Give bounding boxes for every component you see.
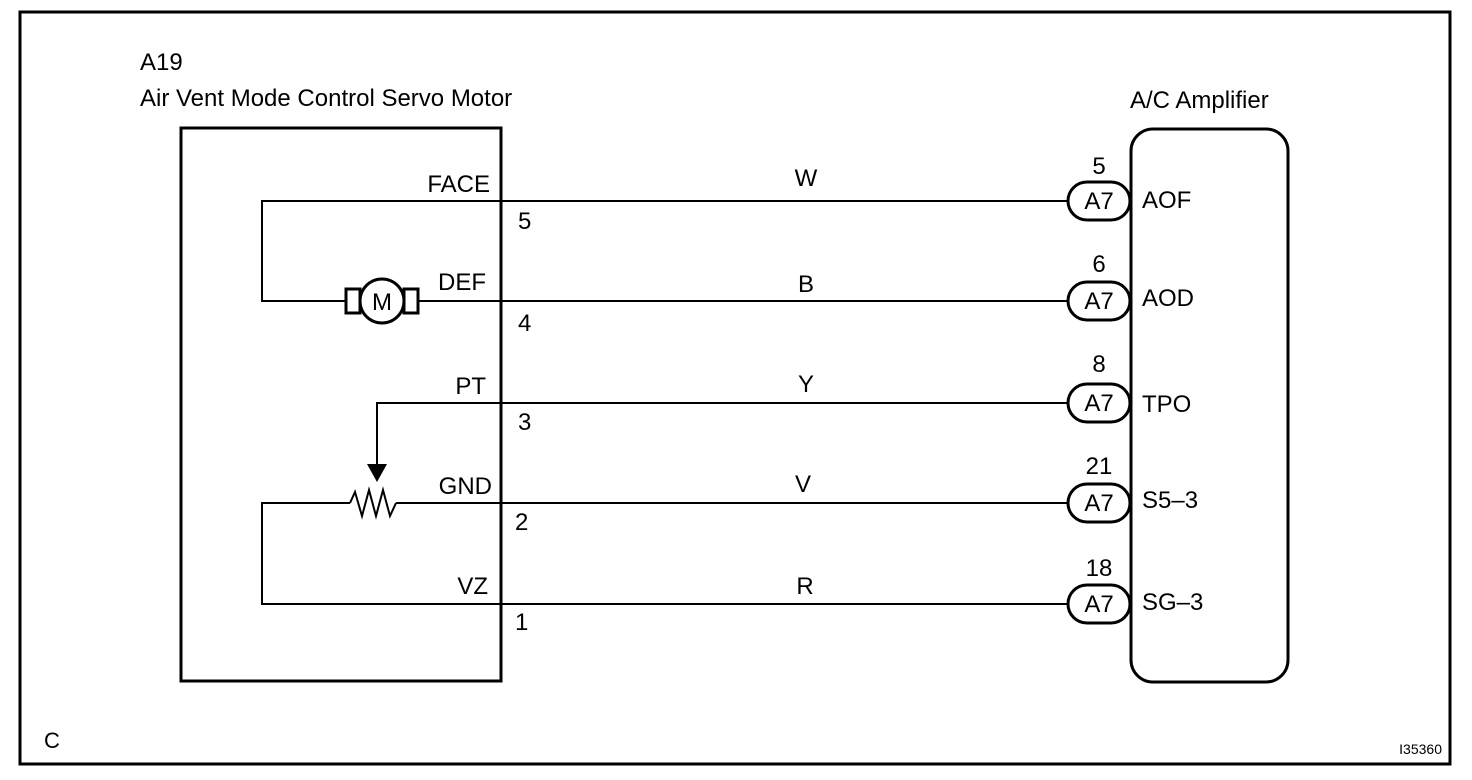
connector-label: A7 (1084, 188, 1113, 215)
wire-color-label: Y (798, 371, 814, 398)
resistor-icon (349, 486, 397, 520)
connector-a7-icon (1066, 583, 1132, 625)
connector-label: A7 (1084, 288, 1113, 315)
wiper-wire (376, 402, 501, 466)
amp-pin-number: 21 (1086, 453, 1113, 480)
amp-pin-number: 18 (1086, 555, 1113, 582)
figure-id: I35360 (1399, 741, 1442, 757)
amp-terminal-label: SG–3 (1142, 589, 1203, 616)
connector-label: A7 (1084, 591, 1113, 618)
amp-pin-number: 5 (1092, 153, 1105, 180)
amp-terminal-label: S5–3 (1142, 487, 1198, 514)
servo-pin-number: 1 (515, 609, 528, 636)
wire-color-label: R (796, 573, 813, 600)
motor-loop-wire (261, 200, 501, 302)
amp-terminal-label: AOF (1142, 187, 1191, 214)
connector-a7-icon (1066, 180, 1132, 222)
wire-color-label: W (795, 165, 818, 192)
resistor-loop-wire (261, 502, 501, 605)
connector-a7-icon (1066, 382, 1132, 424)
amp-terminal-label: TPO (1142, 391, 1191, 418)
servo-pin-number: 5 (518, 208, 531, 235)
servo-name: Air Vent Mode Control Servo Motor (140, 85, 512, 112)
motor-icon: M (344, 277, 420, 325)
connector-label: A7 (1084, 390, 1113, 417)
connector-a7-icon (1066, 482, 1132, 524)
corner-label: C (44, 728, 60, 753)
amp-pin-number: 8 (1092, 351, 1105, 378)
wiper-arrow-icon (367, 464, 387, 482)
servo-terminal-label: VZ (457, 573, 488, 600)
servo-pin-number: 4 (518, 310, 531, 337)
motor-symbol: M (372, 289, 392, 316)
servo-terminal-label: PT (455, 373, 486, 400)
diagram-frame (18, 10, 1452, 766)
connector-a7-icon (1066, 280, 1132, 322)
connector-label: A7 (1084, 490, 1113, 517)
amp-pin-number: 6 (1092, 251, 1105, 278)
servo-pin-number: 2 (515, 509, 528, 536)
servo-pin-number: 3 (518, 409, 531, 436)
servo-motor-box (179, 126, 503, 683)
amplifier-name: A/C Amplifier (1130, 87, 1269, 114)
servo-code: A19 (140, 49, 183, 76)
servo-terminal-label: FACE (427, 171, 490, 198)
wire-color-label: B (798, 271, 814, 298)
wire-color-label: V (795, 471, 811, 498)
servo-terminal-label: DEF (438, 269, 486, 296)
amp-terminal-label: AOD (1142, 285, 1194, 312)
servo-terminal-label: GND (439, 473, 492, 500)
